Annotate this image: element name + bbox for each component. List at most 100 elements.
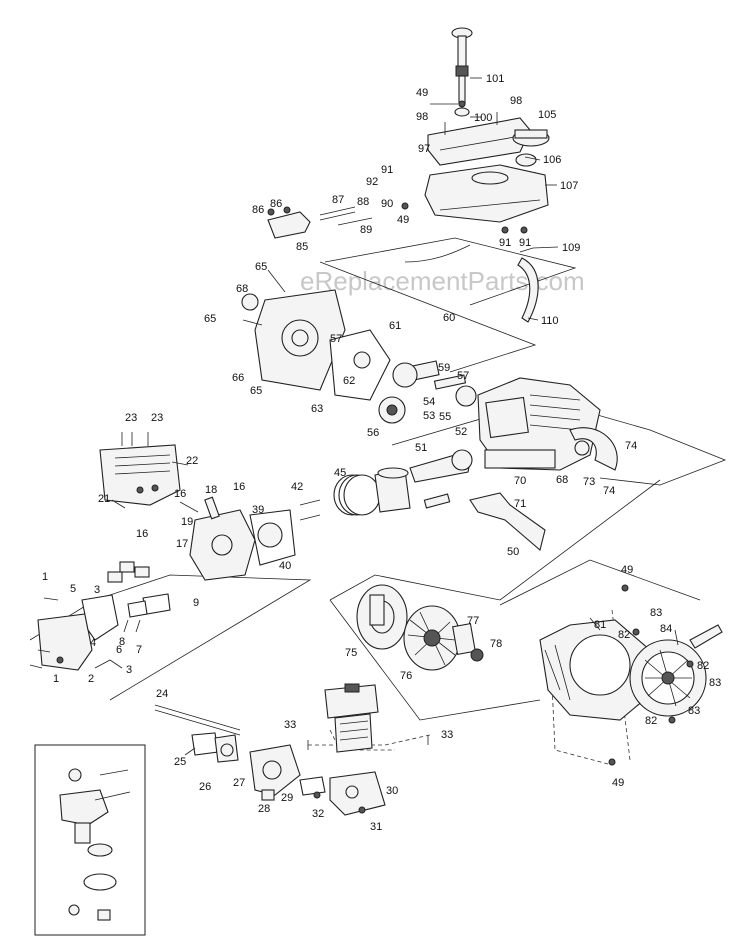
piston-pin [423, 493, 451, 509]
carburetor-gasket [191, 732, 219, 756]
air-filter-element [334, 713, 373, 753]
callout-1-top: 1 [42, 571, 48, 583]
callout-86-left: 86 [252, 204, 264, 216]
fasteners [29, 100, 694, 814]
callout-84: 84 [660, 623, 672, 635]
engine-block [477, 377, 601, 471]
muffler-gasket [81, 594, 119, 641]
spark-plug [204, 496, 220, 520]
callout-65-top: 65 [255, 261, 267, 273]
callout-83-right: 83 [709, 677, 721, 689]
callout-75: 75 [345, 647, 357, 659]
governor-gear [378, 396, 406, 424]
callout-1-bottom: 1 [53, 673, 59, 685]
callout-6: 6 [116, 644, 122, 656]
callout-4: 4 [90, 637, 96, 649]
callout-98-left: 98 [416, 111, 428, 123]
callout-39: 39 [252, 504, 264, 516]
callout-53: 53 [423, 410, 435, 422]
crankshaft [392, 360, 440, 388]
callout-100: 100 [474, 112, 492, 124]
callout-25: 25 [174, 756, 186, 768]
callout-16-right: 16 [233, 481, 245, 493]
valve-cover [99, 444, 181, 506]
callout-21: 21 [98, 493, 110, 505]
callout-30: 30 [386, 785, 398, 797]
callout-51: 51 [415, 442, 427, 454]
recoil-starter [629, 639, 707, 717]
head-gasket [249, 509, 296, 566]
callout-3-bottom: 3 [126, 664, 132, 676]
callout-66: 66 [232, 372, 244, 384]
callout-55: 55 [439, 411, 451, 423]
callout-54: 54 [423, 396, 435, 408]
callout-78: 78 [490, 638, 502, 650]
fuel-line [404, 244, 471, 263]
oil-fill-cap [512, 129, 550, 167]
callout-33-left: 33 [284, 719, 296, 731]
callout-18: 18 [205, 484, 217, 496]
blower-housing [539, 619, 651, 721]
callout-110: 110 [541, 315, 559, 327]
callout-22: 22 [186, 455, 198, 467]
callout-19-upper: 19 [181, 516, 193, 528]
starter-cup [452, 623, 476, 655]
starter-handle [689, 624, 723, 649]
callout-106: 106 [543, 154, 561, 166]
callout-28: 28 [258, 803, 270, 815]
callout-57-right: 57 [457, 370, 469, 382]
oil-dipper-guard [469, 492, 546, 551]
callout-2: 2 [88, 673, 94, 685]
callout-23-left: 23 [125, 412, 137, 424]
callout-49-tank: 49 [397, 214, 409, 226]
callout-71: 71 [514, 498, 526, 510]
callout-81: 81 [594, 619, 606, 631]
fuel-filler-neck [451, 27, 473, 117]
callout-16-upper: 16 [174, 488, 186, 500]
callout-49-housing-top: 49 [621, 564, 633, 576]
callout-68-left: 68 [236, 283, 248, 295]
callout-105: 105 [538, 109, 556, 121]
callout-98-right: 98 [510, 95, 522, 107]
callout-77: 77 [467, 615, 479, 627]
muffler-cover [37, 613, 93, 671]
callout-65-left: 65 [204, 313, 216, 325]
callout-8: 8 [119, 636, 125, 648]
callout-89: 89 [360, 224, 372, 236]
callout-59: 59 [438, 362, 450, 374]
callout-7: 7 [136, 644, 142, 656]
callout-63: 63 [311, 403, 323, 415]
callout-70: 70 [514, 475, 526, 487]
carburetor-detail-inset [34, 744, 146, 936]
callout-33-right: 33 [441, 729, 453, 741]
callout-74-bottom: 74 [603, 485, 615, 497]
valve-springs [107, 561, 150, 583]
callout-5: 5 [70, 583, 76, 595]
callout-74-top: 74 [625, 440, 637, 452]
callout-23-right: 23 [151, 412, 163, 424]
fuel-tank [424, 164, 549, 223]
callout-82-top: 82 [618, 629, 630, 641]
callout-88: 88 [357, 196, 369, 208]
callout-9: 9 [193, 597, 199, 609]
callout-91-top: 91 [381, 164, 393, 176]
carburetor-insulator [214, 734, 239, 763]
air-cleaner-cover [324, 683, 379, 719]
callout-82-bottom: 82 [645, 715, 657, 727]
callout-42: 42 [291, 481, 303, 493]
callout-32: 32 [312, 808, 324, 820]
callout-83-bottom: 83 [688, 705, 700, 717]
throttle-bracket [267, 206, 373, 239]
callout-49-housing-bottom: 49 [612, 777, 624, 789]
callout-27: 27 [233, 777, 245, 789]
callout-52: 52 [455, 426, 467, 438]
callout-60: 60 [443, 312, 455, 324]
intake-gaskets [127, 593, 171, 618]
callout-45: 45 [334, 467, 346, 479]
camshaft [433, 374, 477, 407]
callout-61: 61 [389, 320, 401, 332]
flywheel-nut [470, 648, 484, 662]
callout-40: 40 [279, 560, 291, 572]
flywheel-shroud-bracket [569, 427, 618, 471]
